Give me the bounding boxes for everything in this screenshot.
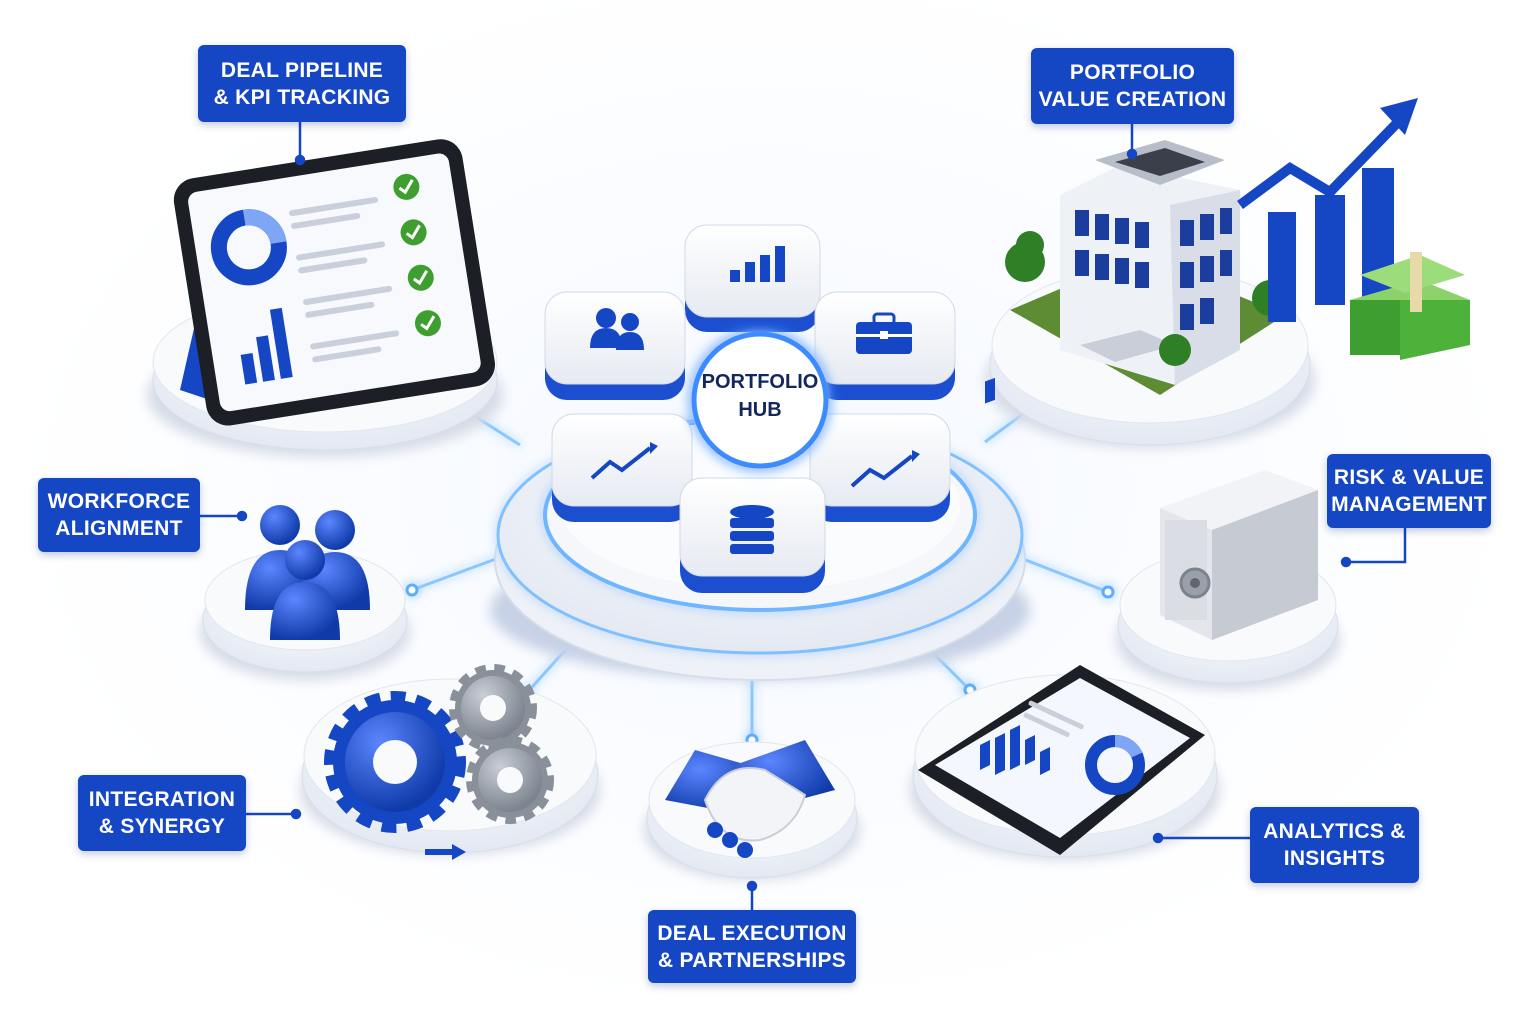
hub-circle <box>691 331 829 469</box>
workforce-label-line2: ALIGNMENT <box>55 517 183 540</box>
deal-pipeline-label-line1: DEAL PIPELINE <box>220 58 384 82</box>
risk-value-illustration <box>1116 470 1340 690</box>
deal-execution-label-line2: & PARTNERSHIPS <box>657 948 847 972</box>
bar-chart-icon <box>730 246 785 282</box>
analytics-label: ANALYTICS & INSIGHTS <box>1250 807 1419 883</box>
integration-illustration <box>300 664 600 860</box>
safe-icon <box>1160 470 1318 640</box>
analytics-label-line2: INSIGHTS <box>1283 847 1386 870</box>
gears-icon <box>324 664 554 833</box>
tile-trend-right <box>809 413 951 522</box>
donut-chart-icon <box>210 209 287 286</box>
puzzle-tiles <box>544 224 956 593</box>
integration-label-line1: INTEGRATION <box>88 788 236 811</box>
deal-pipeline-label-line2: & KPI TRACKING <box>213 85 391 109</box>
workforce-label-line1: WORKFORCE <box>47 490 191 513</box>
deal-pipeline-label: DEAL PIPELINE & KPI TRACKING <box>198 45 406 122</box>
tile-database <box>679 477 826 593</box>
deal-execution-illustration <box>644 740 860 880</box>
tile-people <box>544 291 686 400</box>
tile-trend-left <box>551 413 693 522</box>
hub-label: PORTFOLIO HUB <box>690 368 830 424</box>
analytics-label-line1: ANALYTICS & <box>1263 820 1406 843</box>
briefcase-icon <box>856 312 912 354</box>
integration-label-line2: & SYNERGY <box>98 815 226 838</box>
deal-execution-label-line1: DEAL EXECUTION <box>657 921 847 945</box>
office-building-icon <box>1060 140 1240 385</box>
trend-up-icon <box>850 454 914 488</box>
checkmark-icon <box>393 173 441 337</box>
workforce-label: WORKFORCE ALIGNMENT <box>38 478 200 552</box>
analytics-illustration <box>910 377 1220 860</box>
donut-chart-icon <box>1085 734 1145 795</box>
hub-label-line2: HUB <box>738 399 782 421</box>
portfolio-value-label-line2: VALUE CREATION <box>1038 88 1227 111</box>
database-icon <box>730 505 774 554</box>
deal-pipeline-illustration <box>147 139 503 457</box>
tile-bar-chart <box>684 224 821 332</box>
tile-briefcase <box>814 291 956 400</box>
risk-value-label-line2: MANAGEMENT <box>1331 493 1487 516</box>
people-icon <box>590 308 644 350</box>
portfolio-value-illustration <box>985 98 1470 448</box>
risk-value-label: RISK & VALUE MANAGEMENT <box>1327 454 1491 528</box>
risk-value-label-line1: RISK & VALUE <box>1333 466 1485 489</box>
handshake-icon <box>665 740 835 858</box>
trend-up-icon <box>590 446 652 480</box>
people-icon <box>245 505 370 640</box>
money-stack-icon <box>1350 252 1470 360</box>
deal-execution-label: DEAL EXECUTION & PARTNERSHIPS <box>648 910 856 983</box>
portfolio-value-label-line1: PORTFOLIO <box>1069 61 1196 84</box>
bar-chart-icon <box>240 307 293 385</box>
label-pointers <box>200 122 1407 910</box>
tablet-icon <box>173 139 496 426</box>
workforce-illustration <box>200 505 410 680</box>
portfolio-value-label: PORTFOLIO VALUE CREATION <box>1031 48 1234 124</box>
tablet-icon <box>918 377 1205 855</box>
trend-up-icon <box>1237 116 1404 210</box>
hub-label-line1: PORTFOLIO <box>701 371 819 393</box>
bar-chart-icon <box>985 377 995 404</box>
integration-label: INTEGRATION & SYNERGY <box>78 775 246 851</box>
